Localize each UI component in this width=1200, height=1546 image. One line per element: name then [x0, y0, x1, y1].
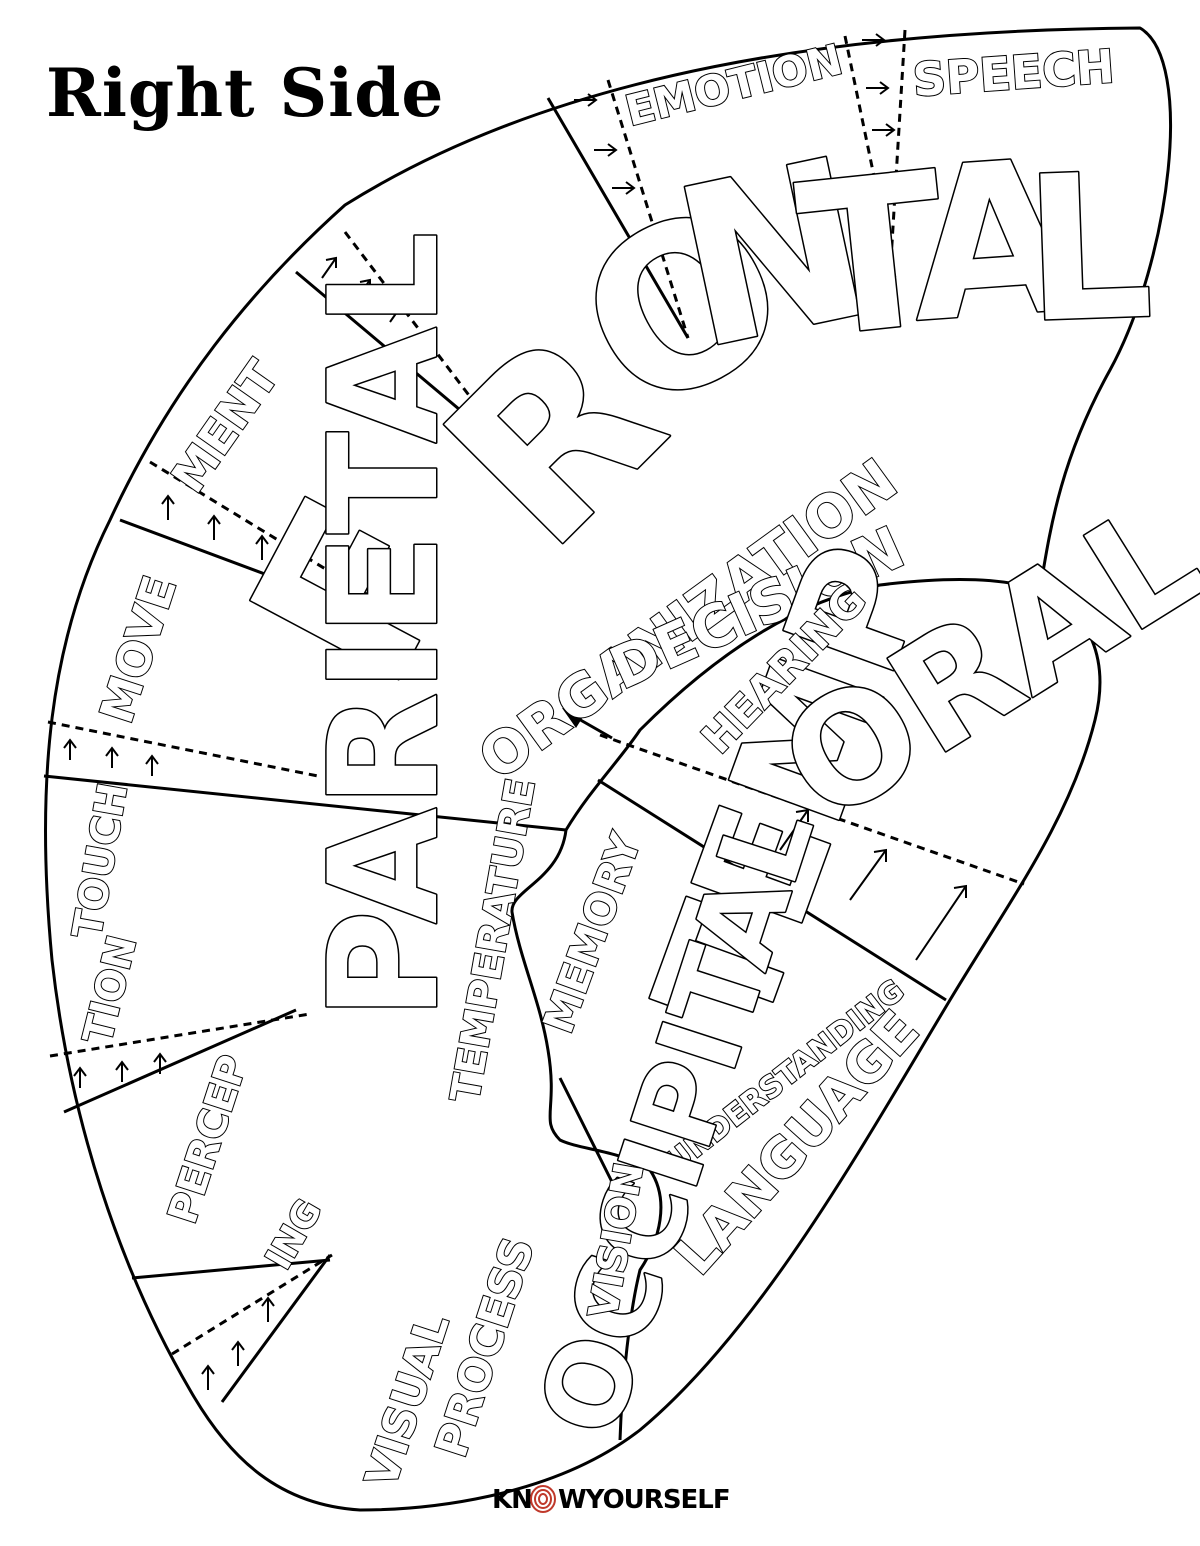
- label-memory: MEMORY: [533, 826, 651, 1039]
- brand-logo: KN WYOURSELF: [492, 1485, 731, 1515]
- fingerprint-icon: [530, 1485, 556, 1513]
- page-title: Right Side: [46, 54, 445, 132]
- frontal-letter-a: A: [903, 114, 1082, 370]
- right-arrow-icon: [574, 33, 896, 195]
- up-arrow-icon: [63, 256, 405, 1390]
- label-touch: TOUCH: [65, 780, 137, 942]
- dashed-boundaries: [47, 29, 1025, 1356]
- label-speech: SPEECH: [911, 39, 1116, 107]
- diagonal-arrows: [779, 808, 967, 961]
- brain-outline: [43, 26, 1172, 1512]
- logo-text-left: KN: [492, 1485, 532, 1515]
- label-tion: TION: [75, 931, 146, 1049]
- parietal-word: PARIETAL: [298, 232, 472, 1020]
- label-percep: PERCEP: [160, 1050, 257, 1229]
- logo-text-right: WYOURSELF: [558, 1485, 730, 1515]
- label-move: MOVE: [89, 569, 187, 729]
- frontal-letter-t: T: [789, 127, 957, 386]
- frontal-letter-l: L: [1021, 131, 1157, 368]
- pointer-arrow: [562, 708, 613, 740]
- region-boundaries: [43, 97, 1041, 1441]
